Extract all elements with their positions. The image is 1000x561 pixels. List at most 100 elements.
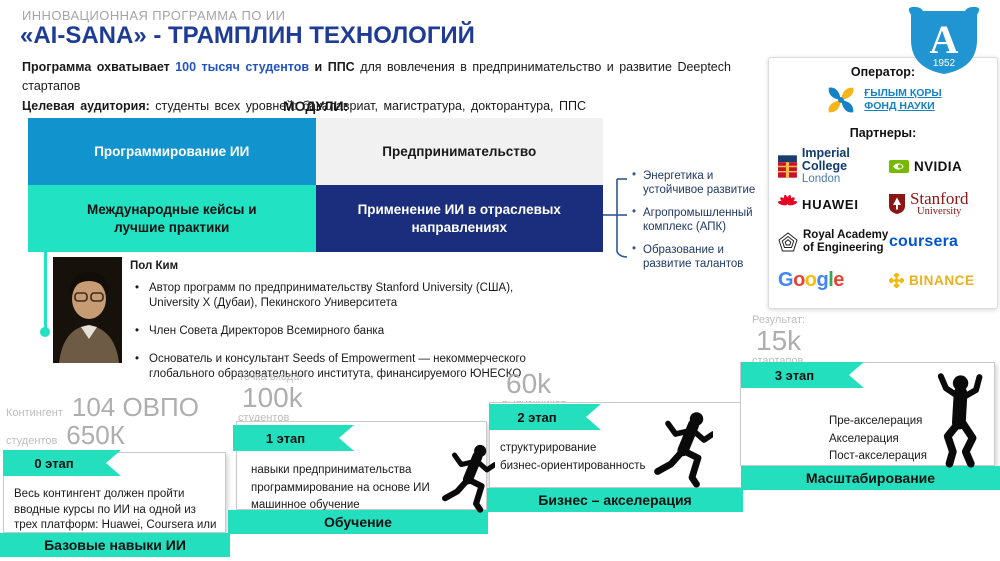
module-grid: Программирование ИИ Предпринимательство … xyxy=(28,118,603,252)
imperial-crest-icon xyxy=(778,154,797,178)
expert-name: Пол Ким xyxy=(130,260,179,272)
step-connector-line xyxy=(44,250,47,330)
runner-icon xyxy=(654,412,713,488)
module-ai-programming: Программирование ИИ xyxy=(28,118,316,185)
list-item: Основатель и консультант Seeds of Empowe… xyxy=(130,352,554,382)
list-item: структурирование xyxy=(500,442,597,454)
logo-binance: BINANCE xyxy=(888,272,988,288)
logo-stanford: Stanford University xyxy=(888,189,988,218)
module-label: Международные кейсы и лучшие практики xyxy=(86,201,257,235)
stat-value: 60k xyxy=(506,368,552,399)
intro-text: Программа охватывает 100 тысяч студентов… xyxy=(22,58,767,116)
stat-label: Точка входа: xyxy=(238,371,303,383)
step1-ribbon: 1 этап xyxy=(233,425,354,451)
fund-name-ru: ФОНД НАУКИ xyxy=(864,100,935,112)
binance-diamond-icon xyxy=(888,272,904,288)
list-item: Пост-акселерация xyxy=(829,450,927,463)
stat-contingent: Контингент 104 ОВПО студентов 650К xyxy=(6,392,199,451)
step1-description: навыки предпринимательства программирован… xyxy=(251,463,480,514)
stat-value: 104 ОВПО xyxy=(71,392,199,422)
logo-coursera: coursera xyxy=(889,233,988,251)
stat-value: 100k xyxy=(242,382,303,413)
nvidia-wordmark: NVIDIA xyxy=(913,158,963,174)
google-letter: o xyxy=(793,268,805,291)
expert-bio: Пол Ким Автор программ по предпринимател… xyxy=(130,259,554,395)
google-letter: l xyxy=(828,268,834,291)
operator-partners-panel: Оператор: ҒЫЛЫМ ҚОРЫ ФОНД НАУКИ Партнеры… xyxy=(768,57,998,309)
imperial-line2: London xyxy=(801,173,841,186)
fund-name-kz: ҒЫЛЫМ ҚОРЫ xyxy=(864,86,942,99)
logo-google: Google xyxy=(778,269,889,292)
google-letter: e xyxy=(833,268,844,291)
list-item: Член Совета Директоров Всемирного банка xyxy=(130,324,554,339)
list-item: программирование на основе ИИ xyxy=(251,481,430,494)
rae-line2: of Engineering xyxy=(803,242,884,254)
fund-pinwheel-icon xyxy=(828,87,854,113)
science-fund-logo: ҒЫЛЫМ ҚОРЫ ФОНД НАУКИ xyxy=(824,83,942,117)
stat-entry-point: Точка входа: 100k студентов xyxy=(238,371,303,424)
google-letter: o xyxy=(804,268,817,291)
module-international-cases: Международные кейсы и лучшие практики xyxy=(28,185,316,252)
list-item: навыки предпринимательства xyxy=(251,464,412,476)
google-letter: G xyxy=(778,268,794,291)
university-crest-logo: A 1952 xyxy=(908,6,980,74)
binance-wordmark: BINANCE xyxy=(908,272,975,288)
module-ai-applications: Применение ИИ в отраслевых направлениях xyxy=(315,185,603,252)
audience-text: студенты всех уровней: бакалавриат, маги… xyxy=(155,98,586,113)
huawei-flower-icon xyxy=(778,194,797,205)
step3-ribbon: 3 этап xyxy=(741,362,864,388)
stat-value: 650К xyxy=(66,420,125,451)
list-item: Акселерация xyxy=(829,432,899,445)
direction-education: Образование и развитие талантов xyxy=(632,243,760,272)
bracket-connector-icon xyxy=(603,178,628,258)
coursera-wordmark: coursera xyxy=(888,233,959,250)
expert-photo xyxy=(53,257,122,363)
intro-highlight: 100 тысяч студентов xyxy=(175,60,310,74)
logo-nvidia: NVIDIA xyxy=(888,158,988,174)
imperial-line1: Imperial College xyxy=(801,145,850,173)
step0-ribbon: 0 этап xyxy=(3,450,121,476)
module-label: Применение ИИ в отраслевых направлениях xyxy=(357,201,561,235)
huawei-wordmark: HUAWEI xyxy=(802,196,859,212)
module-label: Предпринимательство xyxy=(382,143,537,159)
direction-energy: Энергетика и устойчивое развитие xyxy=(632,169,760,198)
modules-heading: МОДУЛИ: xyxy=(283,98,349,114)
crest-letter: A xyxy=(930,17,959,62)
module-label: Программирование ИИ xyxy=(94,143,250,159)
connector-dot-icon xyxy=(40,327,50,337)
step2-description: структурирование бизнес-ориентированность xyxy=(500,441,736,474)
crest-year: 1952 xyxy=(933,58,956,69)
stat-label: Результат: xyxy=(752,314,806,326)
list-item: Автор программ по предпринимательству St… xyxy=(130,281,554,311)
runner-icon xyxy=(442,444,495,513)
list-item: бизнес-ориентированность xyxy=(500,459,646,472)
rae-pentagon-icon xyxy=(778,232,798,252)
celebrating-runner-icon xyxy=(937,373,983,468)
intro-lead: Программа охватывает xyxy=(22,60,170,74)
page-title: «AI-SANA» - ТРАМПЛИН ТЕХНОЛОГИЙ xyxy=(20,22,475,49)
logo-imperial-college: Imperial College London xyxy=(778,145,889,186)
partners-label: Партнеры: xyxy=(849,126,917,140)
stanford-line2: University xyxy=(917,206,962,218)
step0-bar: Базовые навыки ИИ xyxy=(0,533,230,557)
step2-ribbon: 2 этап xyxy=(489,404,601,430)
module-entrepreneurship: Предпринимательство xyxy=(315,118,603,185)
expert-bullet-list: Автор программ по предпринимательству St… xyxy=(130,281,554,382)
logo-huawei: HUAWEI xyxy=(778,194,889,214)
audience-label: Целевая аудитория: xyxy=(22,98,150,113)
kicker: ИННОВАЦИОННАЯ ПРОГРАММА ПО ИИ xyxy=(22,8,286,23)
step2-bar: Бизнес – акселерация xyxy=(487,488,743,512)
stanford-shield-icon xyxy=(888,194,905,214)
stat-label: Контингент xyxy=(6,407,63,419)
stat-result: Результат: 15k стартапов xyxy=(752,314,805,367)
intro-rest: для вовлечения в предпринимательство и р… xyxy=(22,60,731,94)
google-letter: g xyxy=(816,268,829,291)
operator-label: Оператор: xyxy=(850,65,916,79)
rae-line1: Royal Academy xyxy=(803,229,889,242)
list-item: Пре-акселерация xyxy=(829,415,923,427)
direction-agro: Агропромышленный комплекс (АПК) xyxy=(632,206,760,235)
partners-grid: Imperial College London NVIDIA xyxy=(778,145,988,299)
stanford-line1: Stanford xyxy=(909,189,969,209)
